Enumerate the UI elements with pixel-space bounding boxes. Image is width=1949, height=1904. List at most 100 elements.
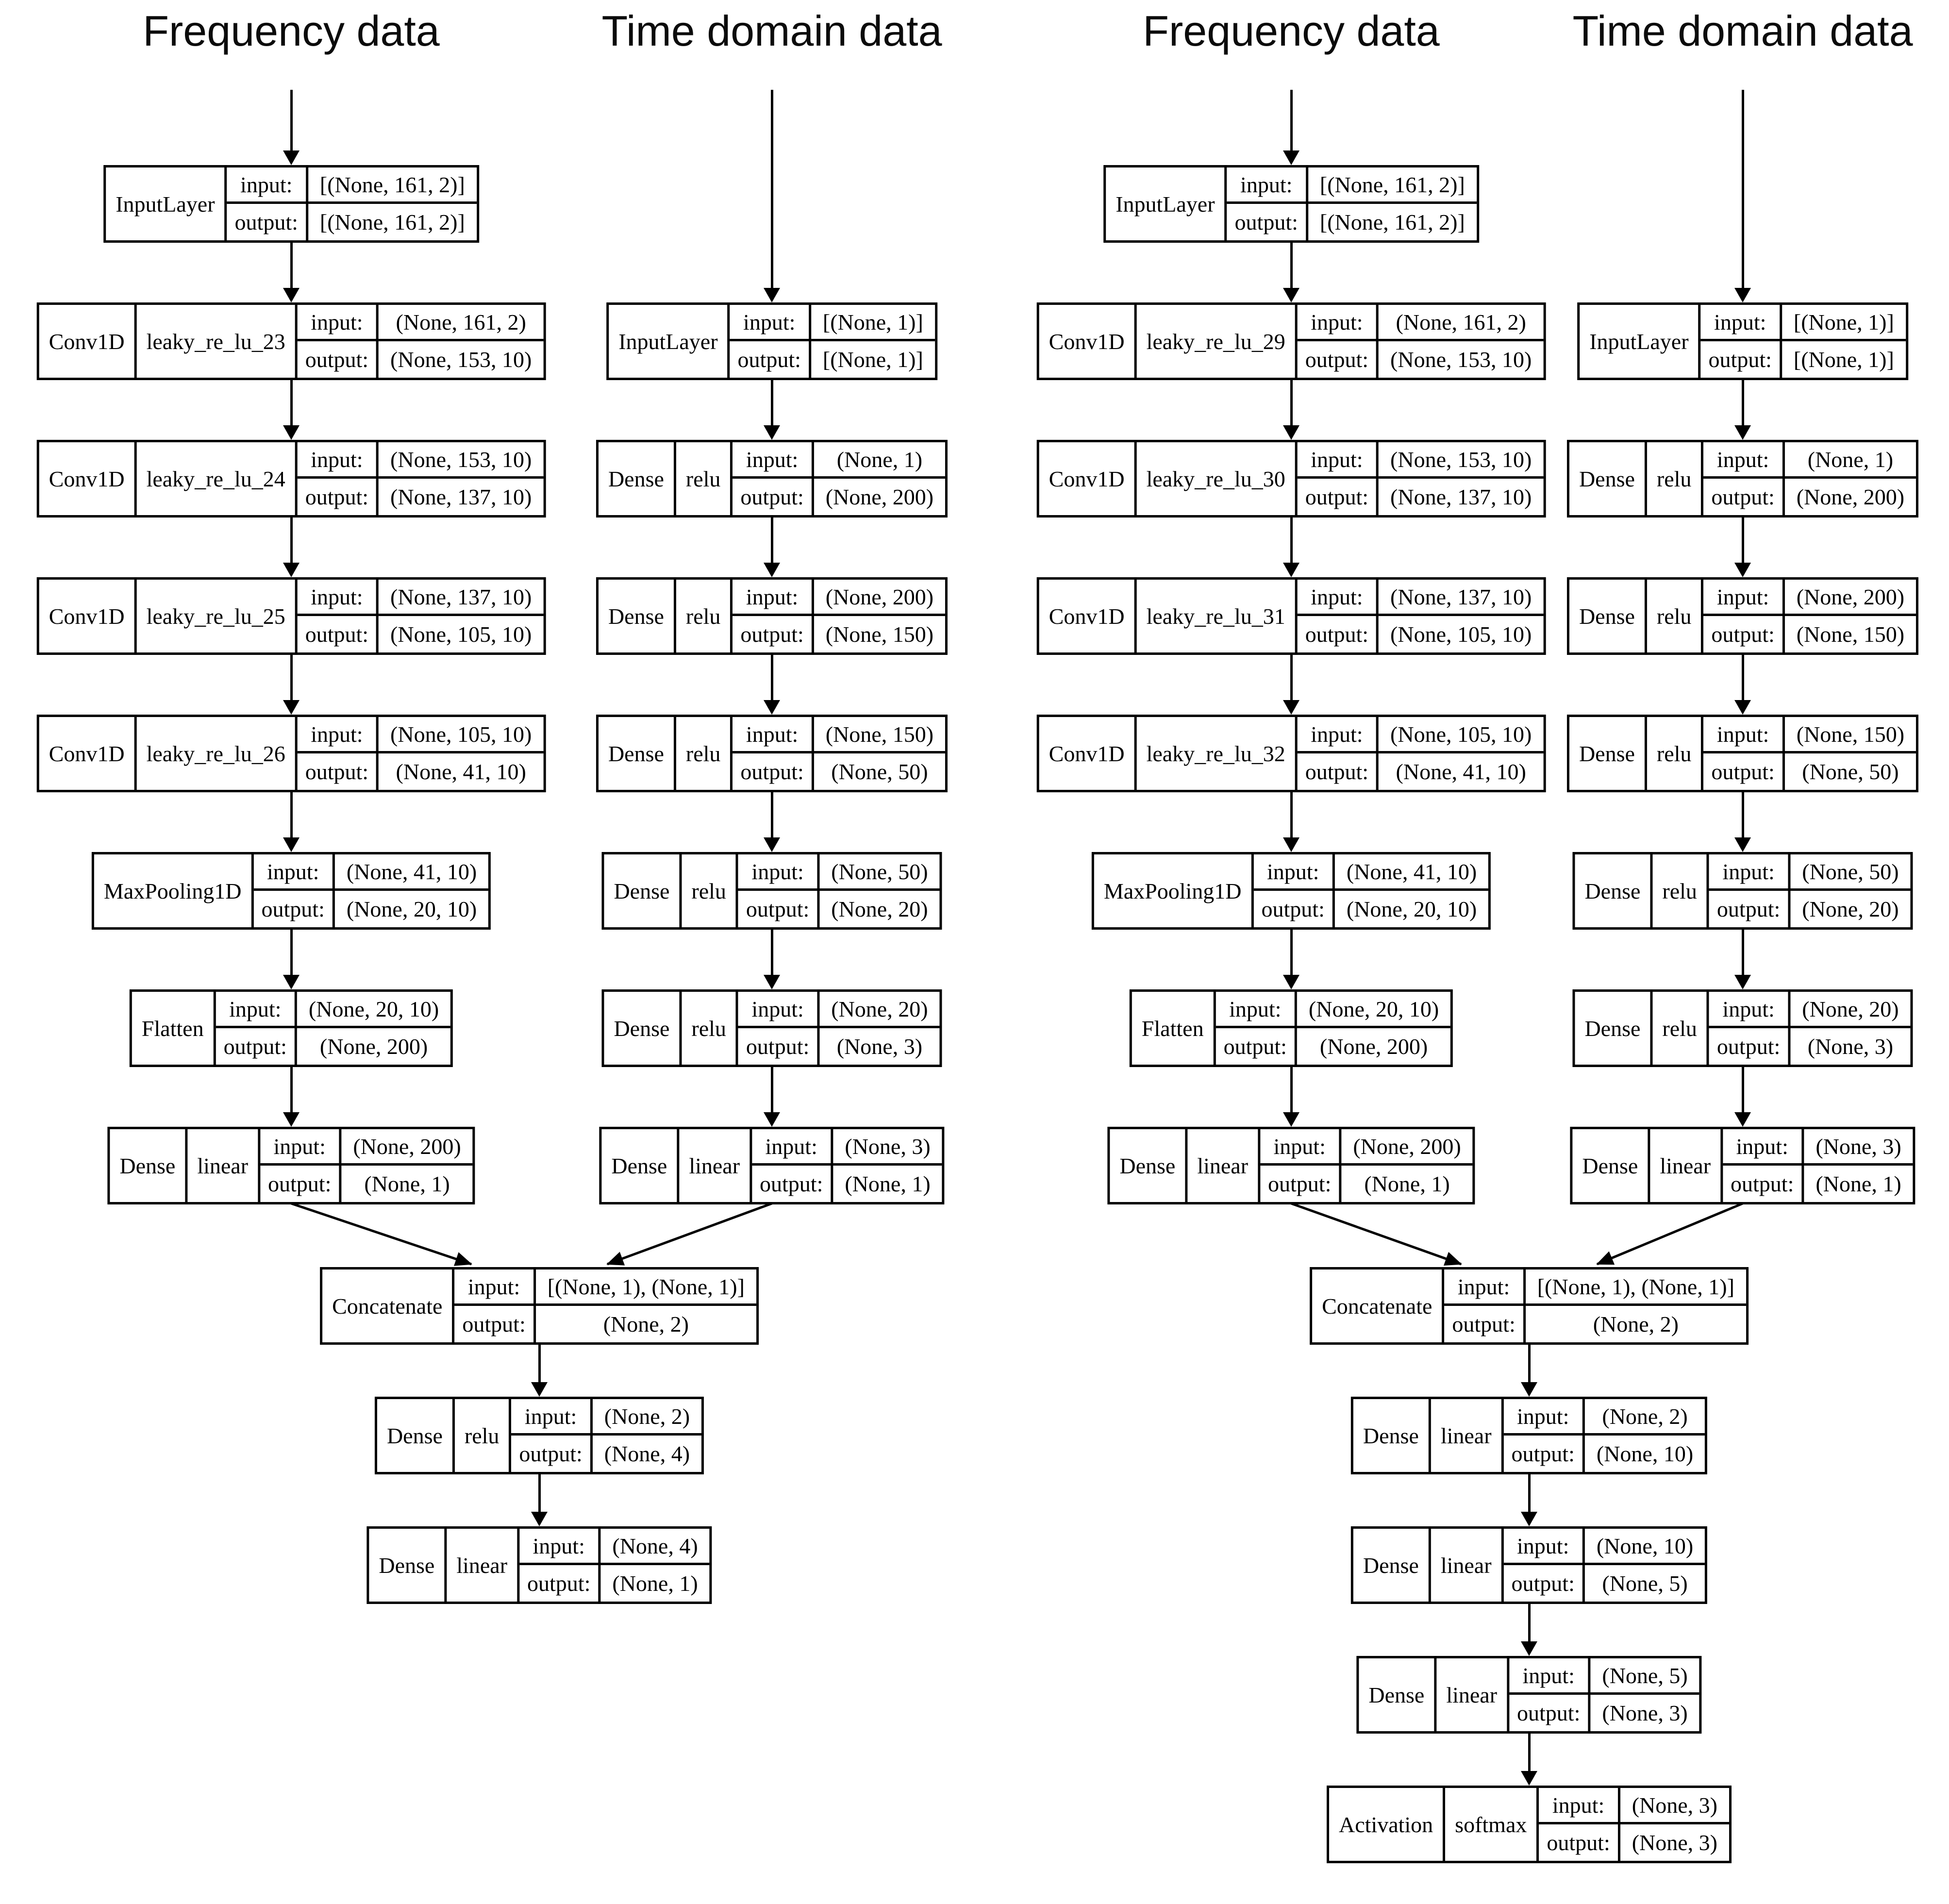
layer-type-cell: Conv1D [39,717,137,790]
io-shape-table: input:(None, 137, 10)output:(None, 105, … [297,580,544,652]
flow-arrow [283,90,300,165]
flow-arrow [283,652,300,715]
activation-cell: linear [187,1129,261,1202]
layer-type-cell: Dense [601,1129,680,1202]
output-shape-value: (None, 1) [1364,1171,1450,1196]
io-shape-table: input:(None, 200)output:(None, 1) [1260,1129,1473,1202]
io-shape-table: input:(None, 105, 10)output:(None, 41, 1… [1297,717,1544,790]
input-label: input: [1260,1129,1342,1166]
output-shape-value: (None, 2) [1593,1312,1679,1336]
output-label: output: [216,1028,297,1065]
output-shape-value: (None, 50) [831,759,928,784]
output-shape-value: (None, 105, 10) [390,622,532,647]
input-label: input: [1216,992,1297,1028]
layer-type-cell: Dense [599,580,676,652]
activation-cell: leaky_re_lu_25 [137,580,298,652]
io-shape-table: input:(None, 3)output:(None, 1) [752,1129,942,1202]
flow-arrow [1283,652,1299,715]
output-label: output: [1227,204,1308,240]
output-label: output: [738,1028,820,1065]
output-shape-value: (None, 3) [1632,1830,1718,1855]
input-shape-value: (None, 105, 10) [379,717,544,753]
branch-title: Frequency data [1143,7,1440,55]
input-shape-value: (None, 1) [1784,442,1916,479]
merge-arrow [1291,1202,1462,1266]
io-shape-table: input:[(None, 1)]output:[(None, 1)] [1700,305,1906,378]
input-label: input: [1723,1129,1804,1166]
output-label: output: [733,479,814,515]
output-label: output: [260,1166,342,1202]
input-shape-value: [(None, 1), (None, 1)] [1525,1269,1746,1306]
io-shape-table: input:(None, 1)output:(None, 200) [733,442,946,515]
output-shape-value: (None, 1) [364,1171,450,1196]
output-shape-value: (None, 10) [1596,1441,1694,1466]
input-shape-value: (None, 3) [833,1129,942,1166]
output-shape-value: (None, 137, 10) [390,484,532,509]
io-shape-table: input:(None, 153, 10)output:(None, 137, … [297,442,544,515]
output-label: output: [738,891,820,927]
input-label: input: [297,580,379,616]
layer-type-cell: Dense [110,1129,188,1202]
output-label: output: [1504,1565,1585,1602]
input-label: input: [511,1399,593,1436]
output-shape-value: (None, 200) [1796,484,1905,509]
input-shape-value: (None, 150) [814,717,946,753]
io-shape-table: input:(None, 3)output:(None, 1) [1723,1129,1913,1202]
output-label: output: [1254,891,1335,927]
input-shape-value: (None, 153, 10) [379,442,544,479]
output-shape-value: (None, 41, 10) [1396,759,1526,784]
input-shape-value: (None, 10) [1584,1529,1705,1565]
io-shape-table: input:(None, 10)output:(None, 5) [1503,1529,1705,1602]
input-shape-value: (None, 161, 2) [1379,305,1544,341]
layer-type-cell: InputLayer [1580,305,1701,378]
activation-cell: relu [1647,717,1704,790]
output-label: output: [1444,1306,1526,1342]
activation-cell: relu [1652,992,1709,1065]
output-label: output: [1298,616,1379,652]
layer-type-cell: InputLayer [106,167,227,240]
input-shape-value: (None, 50) [1790,854,1911,891]
io-shape-table: input:(None, 50)output:(None, 20) [1709,854,1911,927]
layer-type-cell: Conv1D [1039,717,1137,790]
input-shape-value: (None, 2) [1584,1399,1705,1436]
flow-arrow [764,515,780,577]
io-shape-table: input:(None, 161, 2)output:(None, 153, 1… [297,305,544,378]
output-shape-value: (None, 50) [1802,759,1899,784]
layer-type-cell: Dense [377,1399,455,1472]
output-label: output: [298,616,379,652]
output-shape-value: (None, 150) [1796,622,1905,647]
activation-cell: relu [676,580,733,652]
io-shape-table: input:(None, 150)output:(None, 50) [1703,717,1916,790]
flow-arrow [1283,240,1299,302]
io-shape-table: input:(None, 20, 10)output:(None, 200) [1216,992,1451,1065]
output-shape-value: (None, 200) [825,484,934,509]
layer-type-cell: Dense [1575,854,1653,927]
output-label: output: [254,891,335,927]
layer-type-cell: InputLayer [609,305,730,378]
layer-type-cell: Activation [1329,1788,1446,1861]
layer-type-cell: Dense [604,854,682,927]
input-label: input: [1503,1399,1585,1436]
output-label: output: [298,753,379,790]
io-shape-table: input:(None, 105, 10)output:(None, 41, 1… [297,717,544,790]
input-label: input: [752,1129,833,1166]
flow-arrow [283,240,300,302]
layer-type-cell: Dense [604,992,682,1065]
flow-arrow [764,927,780,989]
input-label: input: [1297,580,1379,616]
output-shape-value: (None, 200) [319,1034,428,1059]
layer-type-cell: Concatenate [1312,1269,1445,1342]
input-shape-value: (None, 153, 10) [1379,442,1544,479]
input-label: input: [733,717,814,753]
io-shape-table: input:(None, 41, 10)output:(None, 20, 10… [1253,854,1489,927]
layer-type-cell: Flatten [1132,992,1216,1065]
